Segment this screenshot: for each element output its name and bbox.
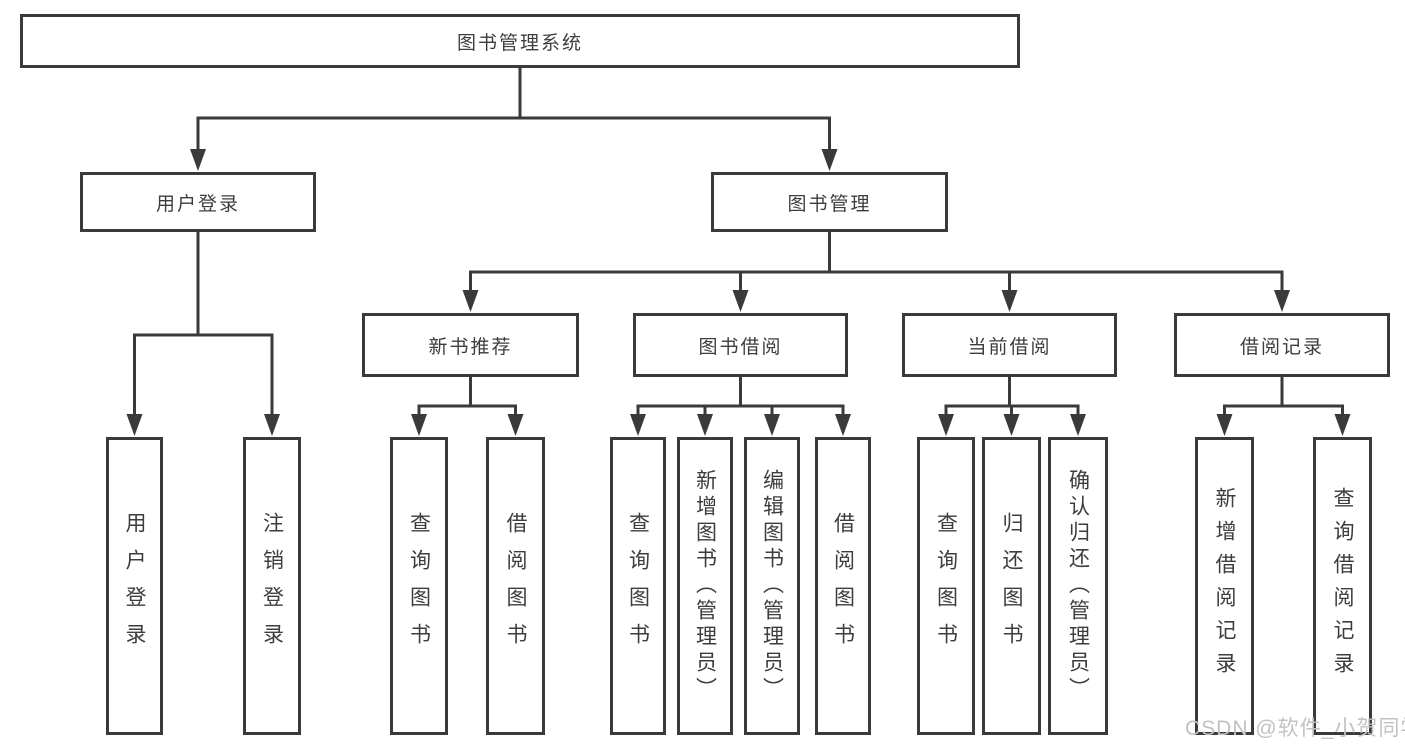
node-label-nb-borrow-book: 借阅图书 [504, 512, 527, 660]
arrowhead-icon [462, 290, 479, 312]
node-label-bb-add-book: 新增图书（管理员） [693, 469, 717, 703]
node-label-current-borrow: 当前借阅 [967, 336, 1052, 358]
node-label-nb-query-book: 查询图书 [407, 512, 431, 660]
node-book-borrow: 图书借阅 [633, 313, 848, 377]
arrowhead-icon [732, 290, 749, 312]
node-root: 图书管理系统 [20, 14, 1020, 68]
node-label-new-book: 新书推荐 [428, 336, 513, 358]
arrowhead-icon [1216, 414, 1233, 436]
node-new-book: 新书推荐 [362, 313, 579, 377]
node-label-root: 图书管理系统 [456, 32, 583, 54]
node-label-borrow-record: 借阅记录 [1239, 336, 1324, 358]
node-bb-borrow-book: 借阅图书 [815, 437, 871, 735]
node-user-login-item: 用户登录 [106, 437, 163, 735]
arrowhead-icon [264, 414, 280, 436]
node-bb-add-book: 新增图书（管理员） [677, 437, 733, 735]
arrowhead-icon [835, 414, 851, 436]
node-bb-query-book: 查询图书 [610, 437, 666, 735]
arrowhead-icon [1334, 414, 1351, 436]
arrowhead-icon [190, 149, 206, 171]
node-label-bb-borrow-book: 借阅图书 [831, 512, 855, 660]
node-logout-item: 注销登录 [243, 437, 301, 735]
node-label-bb-edit-book: 编辑图书（管理员） [760, 469, 784, 703]
arrowhead-icon [821, 149, 838, 171]
arrowhead-icon [1070, 414, 1086, 436]
node-label-user-login-item: 用户登录 [123, 512, 146, 660]
arrowhead-icon [1003, 414, 1020, 436]
arrowhead-icon [1274, 290, 1290, 312]
node-label-book-mgmt-group: 图书管理 [787, 193, 872, 215]
node-nb-borrow-book: 借阅图书 [486, 437, 545, 735]
arrowhead-icon [764, 414, 780, 436]
node-user-login-group: 用户登录 [80, 172, 316, 232]
node-cb-confirm-return: 确认归还（管理员） [1048, 437, 1108, 735]
node-label-cb-confirm-return: 确认归还（管理员） [1066, 469, 1090, 703]
node-current-borrow: 当前借阅 [902, 313, 1117, 377]
arrowhead-icon [411, 414, 427, 436]
arrowhead-icon [938, 414, 954, 436]
node-bb-edit-book: 编辑图书（管理员） [744, 437, 800, 735]
arrowhead-icon [630, 414, 646, 436]
arrowhead-icon [126, 414, 143, 436]
arrowhead-icon [697, 414, 713, 436]
node-nb-query-book: 查询图书 [390, 437, 448, 735]
node-br-query-record: 查询借阅记录 [1313, 437, 1372, 735]
node-label-book-borrow: 图书借阅 [698, 336, 783, 358]
node-cb-return-book: 归还图书 [982, 437, 1041, 735]
node-cb-query-book: 查询图书 [917, 437, 975, 735]
node-book-mgmt-group: 图书管理 [711, 172, 948, 232]
arrowhead-icon [1001, 290, 1018, 312]
arrowhead-icon [507, 414, 524, 436]
node-label-cb-return-book: 归还图书 [1000, 512, 1023, 660]
node-label-bb-query-book: 查询图书 [626, 512, 650, 660]
node-label-br-add-record: 新增借阅记录 [1213, 487, 1236, 685]
node-label-logout-item: 注销登录 [260, 512, 284, 660]
node-label-cb-query-book: 查询图书 [934, 512, 958, 660]
node-label-user-login-group: 用户登录 [155, 193, 240, 215]
watermark: CSDN @软件_小贺同学 [1185, 717, 1405, 740]
node-br-add-record: 新增借阅记录 [1195, 437, 1254, 735]
node-label-br-query-record: 查询借阅记录 [1331, 487, 1354, 685]
node-borrow-record: 借阅记录 [1174, 313, 1390, 377]
